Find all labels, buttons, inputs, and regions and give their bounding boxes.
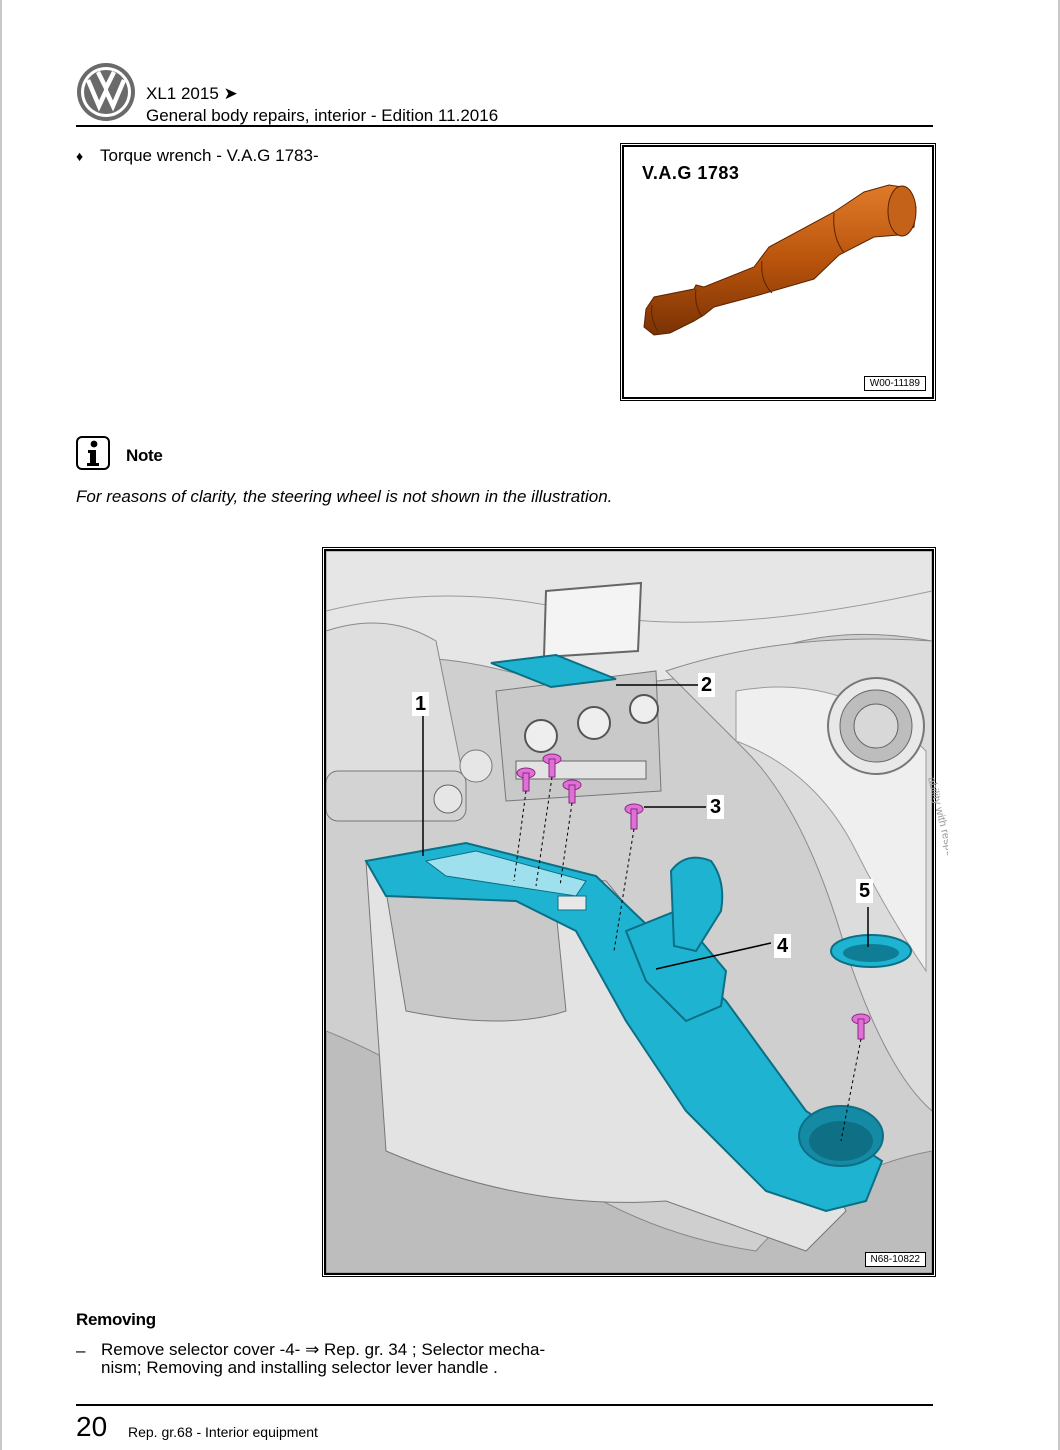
tool-figure: V.A.G 1783 W00-11189 [620,143,936,401]
header-divider [76,125,933,127]
note-text: For reasons of clarity, the steering whe… [76,487,613,506]
tool-figure-title: V.A.G 1783 [642,163,740,183]
console-figure-code: N68-10822 [864,1252,926,1267]
footer-divider [76,1404,933,1406]
console-illustration: 1 2 3 4 5 N68-10822 [322,547,936,1277]
footer-text: Rep. gr.68 - Interior equipment [128,1424,318,1440]
center-console-drawing [326,551,932,1273]
removing-step-1-line-2: nism; Removing and installing selector l… [101,1358,498,1377]
callout-1: 1 [412,692,430,716]
bullet-icon: ♦ [76,148,84,164]
torque-wrench-icon [643,184,917,336]
brand-logo-icon [77,63,135,121]
tool-text: Torque wrench - V.A.G 1783- [100,146,319,165]
callout-4: 4 [774,934,792,958]
callout-2: 2 [698,673,716,697]
removing-heading: Removing [76,1310,156,1329]
watermark: ability with respect to the correctness … [925,776,948,1053]
removing-step-1: Remove selector cover -4- ⇒ Rep. gr. 34 … [101,1341,621,1377]
callout-5: 5 [856,879,874,903]
page-number: 20 [76,1411,108,1442]
note-label: Note [126,446,163,465]
header-model: XL1 2015 ➤ [146,84,238,103]
removing-step-1-line-1: Remove selector cover -4- ⇒ Rep. gr. 34 … [101,1340,546,1359]
tool-list-item: ♦ Torque wrench - V.A.G 1783- [76,146,319,166]
tool-figure-code: W00-11189 [863,376,926,391]
page-edge-left [0,0,2,1450]
callout-3: 3 [707,795,725,819]
step-dash: – [76,1341,86,1360]
page-edge-right [1058,0,1060,1450]
watermark-text: ability with respect to the correctness … [925,776,948,1053]
info-icon [76,436,110,470]
header-subtitle: General body repairs, interior - Edition… [146,106,499,125]
